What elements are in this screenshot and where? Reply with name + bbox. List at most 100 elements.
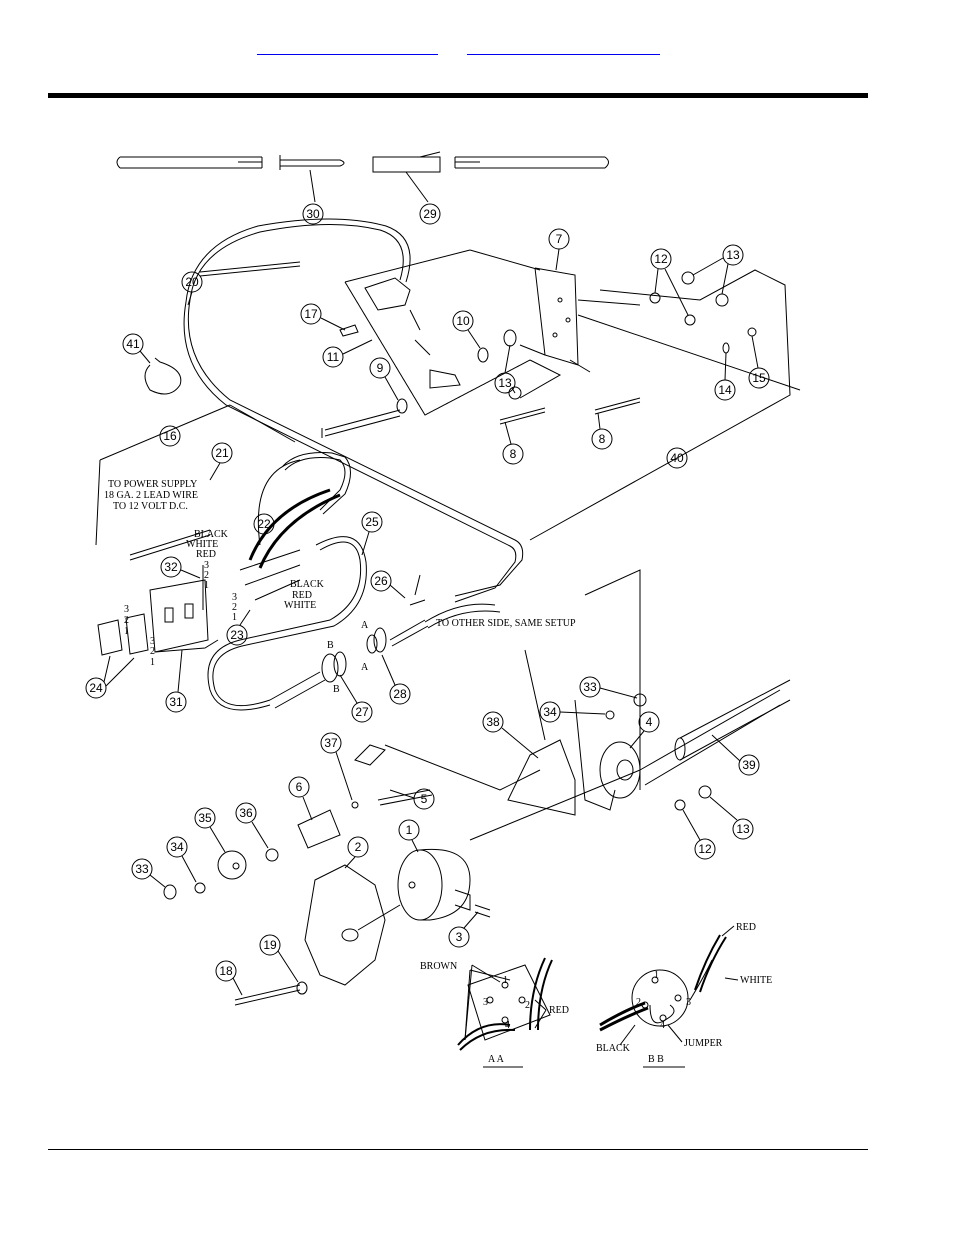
callout-34b: 34 <box>166 836 197 883</box>
svg-text:5: 5 <box>421 792 428 806</box>
wire-black-upper: BLACK <box>194 529 229 540</box>
bb-black-label: BLACK <box>596 1043 631 1054</box>
aa-brown-label: BROWN <box>420 961 457 972</box>
pin-lower-2: 2 <box>232 602 237 613</box>
power-supply-line-1: TO POWER SUPPLY <box>108 479 197 490</box>
hardware <box>144 271 757 438</box>
svg-text:13: 13 <box>726 248 740 262</box>
bearing-assembly <box>507 569 791 816</box>
svg-text:38: 38 <box>486 715 500 729</box>
svg-text:8: 8 <box>510 447 517 461</box>
callout-18: 18 <box>215 960 243 996</box>
callout-36: 36 <box>235 802 269 849</box>
pin-switch-3: 3 <box>124 604 129 615</box>
svg-text:27: 27 <box>355 705 369 719</box>
pin-upper-3: 3 <box>204 560 209 571</box>
bb-pin-3: 3 <box>686 997 691 1008</box>
wire-white-upper: WHITE <box>186 539 218 550</box>
aa-red-label: RED <box>549 1005 569 1016</box>
callout-33a: 33 <box>579 676 638 699</box>
callout-17: 17 <box>300 303 346 331</box>
callout-15: 15 <box>748 335 770 389</box>
svg-text:13: 13 <box>736 822 750 836</box>
svg-text:2: 2 <box>355 840 362 854</box>
callout-27: 27 <box>339 674 373 723</box>
callout-41: 41 <box>122 333 151 364</box>
callout-14: 14 <box>714 352 736 401</box>
bb-pin-4: 4 <box>660 1020 665 1031</box>
pin-switch-2: 2 <box>124 615 129 626</box>
callout-9: 9 <box>369 357 399 401</box>
callout-22: 22 <box>253 513 275 535</box>
pin-upper-2: 2 <box>204 570 209 581</box>
diagram-labels: TO POWER SUPPLY 18 GA. 2 LEAD WIRE TO 12… <box>104 479 772 1065</box>
section-a-bottom: A <box>361 662 369 673</box>
callout-30: 30 <box>302 203 324 225</box>
aa-pin-3: 3 <box>483 997 488 1008</box>
svg-text:39: 39 <box>742 758 756 772</box>
bb-white-label: WHITE <box>740 975 772 986</box>
svg-text:7: 7 <box>556 232 563 246</box>
nav-link-1[interactable] <box>257 40 438 55</box>
nav-link-2[interactable] <box>467 40 660 55</box>
callout-6: 6 <box>288 776 313 821</box>
other-side-note: TO OTHER SIDE, SAME SETUP <box>436 618 576 629</box>
svg-text:34: 34 <box>543 705 557 719</box>
callout-1: 1 <box>398 819 420 853</box>
aa-pin-2: 2 <box>525 1000 530 1011</box>
callouts: 30 29 20 17 11 7 12 13 10 9 13 8 8 14 15… <box>85 203 770 996</box>
callout-13b: 13 <box>494 344 516 394</box>
section-b-bottom: B <box>333 684 340 695</box>
header-rule <box>48 93 868 98</box>
svg-text:8: 8 <box>599 432 606 446</box>
svg-text:23: 23 <box>230 628 244 642</box>
pin-switch2-1: 1 <box>150 657 155 668</box>
svg-text:37: 37 <box>324 736 338 750</box>
callout-5: 5 <box>389 788 435 810</box>
callout-2: 2 <box>344 836 369 869</box>
svg-text:26: 26 <box>374 574 388 588</box>
bb-pin-1: 1 <box>654 970 659 981</box>
svg-text:33: 33 <box>135 862 149 876</box>
pin-switch-1: 1 <box>124 626 129 637</box>
bracket-7 <box>519 267 801 541</box>
view-leaders <box>464 925 739 1046</box>
svg-text:12: 12 <box>654 252 668 266</box>
svg-text:9: 9 <box>377 361 384 375</box>
section-b-top: B <box>327 640 334 651</box>
callout-20: 20 <box>181 271 203 306</box>
svg-text:24: 24 <box>89 681 103 695</box>
callout-26: 26 <box>370 570 406 599</box>
svg-text:28: 28 <box>393 687 407 701</box>
section-a-top: A <box>361 620 369 631</box>
aa-pin-4: 4 <box>505 1020 510 1031</box>
pin-lower-1: 1 <box>232 612 237 623</box>
pin-switch2-2: 2 <box>150 646 155 657</box>
aa-title: A A <box>488 1054 505 1065</box>
callout-4: 4 <box>629 711 660 749</box>
callout-7: 7 <box>548 228 570 271</box>
connector-27-28 <box>269 574 501 709</box>
svg-text:11: 11 <box>327 350 340 364</box>
callout-28: 28 <box>381 654 411 705</box>
callout-11: 11 <box>322 339 373 368</box>
callout-3: 3 <box>448 911 479 948</box>
section-bb <box>599 934 727 1068</box>
svg-text:18: 18 <box>219 964 233 978</box>
bb-red-label: RED <box>736 922 756 933</box>
callout-31: 31 <box>165 649 187 713</box>
svg-text:4: 4 <box>646 715 653 729</box>
svg-text:14: 14 <box>718 383 732 397</box>
svg-text:32: 32 <box>164 560 178 574</box>
callout-12b: 12 <box>682 809 716 860</box>
cable-21 <box>129 452 351 569</box>
svg-text:13: 13 <box>498 376 512 390</box>
callout-39: 39 <box>711 734 760 776</box>
svg-text:40: 40 <box>670 451 684 465</box>
callout-35: 35 <box>194 807 226 853</box>
svg-text:19: 19 <box>263 938 277 952</box>
switch-panel <box>97 565 219 656</box>
svg-text:20: 20 <box>185 275 199 289</box>
cable-25 <box>207 536 367 711</box>
svg-text:33: 33 <box>583 680 597 694</box>
